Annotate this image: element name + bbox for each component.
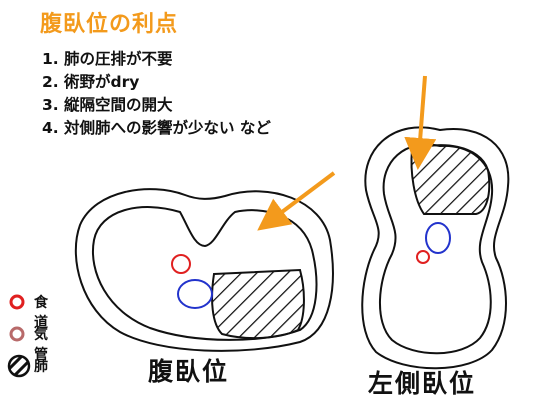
- left-lateral-caption: 左側臥位: [368, 369, 477, 398]
- lateral-inner-cavity: [379, 143, 494, 355]
- prone-arrow: [257, 171, 336, 231]
- lateral-outer-body: [361, 126, 510, 370]
- list-item: 4.対側肺への影響が少ない など: [42, 119, 271, 137]
- lateral-lung-hatched: [410, 144, 491, 215]
- advantages-list: 1.肺の圧排が不要 2.術野がdry 3.縦隔空間の開大 4.対側肺への影響が少…: [42, 48, 271, 140]
- esophagus-icon: [9, 294, 25, 310]
- prone-vessel: [177, 279, 213, 309]
- prone-cross-section: [74, 188, 334, 352]
- lung-hatch-icon: [7, 354, 31, 378]
- slide-title: 腹臥位の利点: [40, 12, 179, 37]
- list-item: 3.縦隔空間の開大: [42, 96, 173, 114]
- prone-lung-hatched: [211, 268, 305, 340]
- lateral-esophagus: [416, 250, 430, 264]
- prone-inner-cavity: [92, 206, 318, 341]
- left-lateral-cross-section: [361, 126, 510, 370]
- prone-caption: 腹臥位: [148, 357, 230, 386]
- trachea-icon: [9, 326, 25, 342]
- lateral-arrow: [404, 75, 437, 170]
- list-item: 2.術野がdry: [42, 73, 140, 91]
- list-item: 1.肺の圧排が不要: [42, 50, 173, 68]
- lateral-vessel: [425, 222, 451, 254]
- prone-outer-body: [74, 188, 334, 352]
- prone-esophagus: [171, 254, 191, 274]
